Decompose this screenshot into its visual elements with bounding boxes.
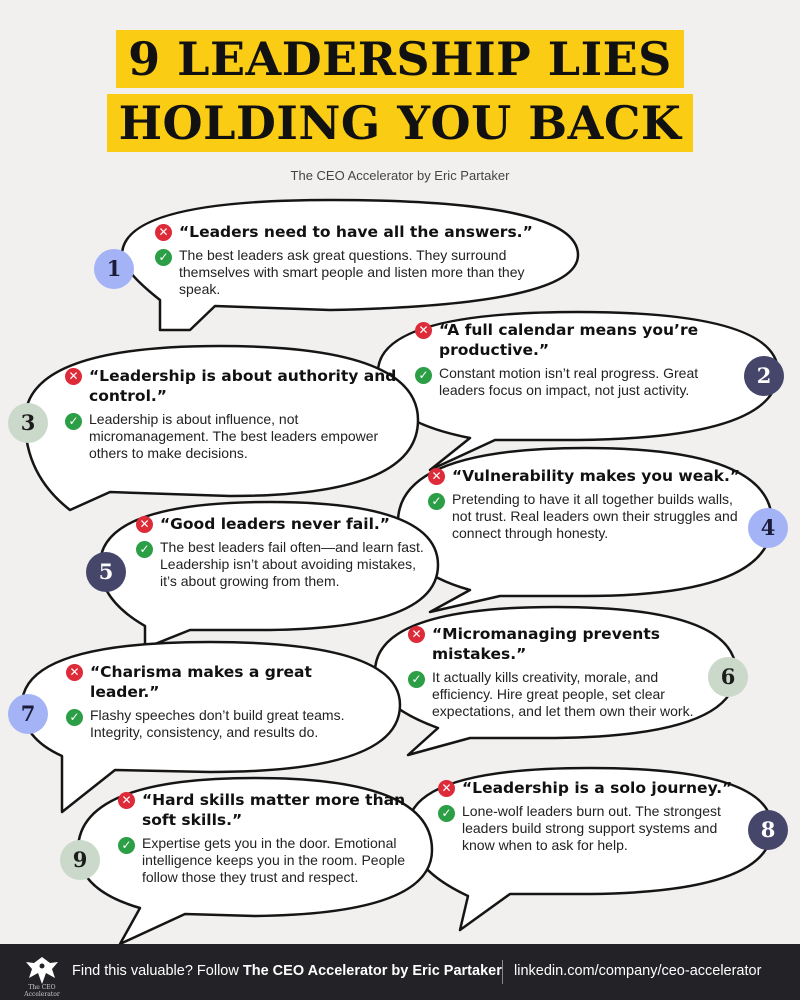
number-badge-5: 5 [86, 552, 126, 592]
lie-statement: “A full calendar means you’re productive… [439, 321, 699, 359]
lie-statement: “Good leaders never fail.” [160, 515, 390, 533]
lie-statement: “Leadership is about authority and contr… [89, 367, 397, 405]
lie-card-7: ✕ “Charisma makes a great leader.” ✓ Flash… [66, 662, 376, 741]
red-x-circle-icon: ✕ [415, 322, 432, 339]
lie-card-1: ✕ “Leaders need to have all the answers.”… [155, 222, 560, 298]
footer-divider [502, 960, 503, 984]
number-badge-4: 4 [748, 508, 788, 548]
truth-statement: Leadership is about influence, not micro… [89, 411, 379, 461]
cta-prefix: Find this valuable? Follow [72, 963, 243, 979]
red-x-circle-icon: ✕ [408, 626, 425, 643]
cta-brand-link[interactable]: The CEO Accelerator by Eric Partaker [242, 963, 502, 979]
number-badge-6: 6 [708, 657, 748, 697]
title-line-2: HOLDING YOU BACK [106, 94, 694, 152]
truth-statement: Lone-wolf leaders burn out. The stronges… [462, 803, 721, 853]
red-x-circle-icon: ✕ [155, 224, 172, 241]
footer-bar: The CEO Accelerator Find this valuable? … [0, 944, 800, 1000]
lie-card-2: ✕ “A full calendar means you’re productiv… [415, 320, 730, 399]
green-check-circle-icon: ✓ [415, 367, 432, 384]
title-block: 9 LEADERSHIP LIES HOLDING YOU BACK [0, 30, 800, 152]
speech-bubbles [20, 198, 780, 944]
red-x-circle-icon: ✕ [428, 468, 445, 485]
truth-statement: Constant motion isn’t real progress. Gre… [439, 365, 699, 398]
lie-statement: “Micromanaging prevents mistakes.” [432, 625, 660, 663]
logo-caption: The CEO Accelerator [24, 984, 60, 998]
green-check-circle-icon: ✓ [155, 249, 172, 266]
red-x-circle-icon: ✕ [136, 516, 153, 533]
lie-card-9: ✕ “Hard skills matter more than soft skil… [118, 790, 408, 886]
truth-statement: The best leaders fail often—and learn fa… [160, 539, 424, 589]
truth-statement: It actually kills creativity, morale, an… [432, 669, 694, 719]
lie-statement: “Charisma makes a great leader.” [90, 663, 312, 701]
lie-card-8: ✕ “Leadership is a solo journey.” ✓ Lone-w… [438, 778, 743, 854]
green-check-circle-icon: ✓ [65, 413, 82, 430]
title-line-1: 9 LEADERSHIP LIES [116, 30, 684, 88]
truth-statement: Expertise gets you in the door. Emotiona… [142, 835, 406, 885]
number-badge-2: 2 [744, 356, 784, 396]
lie-card-6: ✕ “Micromanaging prevents mistakes.” ✓ It … [408, 624, 708, 720]
truth-statement: Flashy speeches don’t build great teams.… [90, 707, 345, 740]
lie-statement: “Leadership is a solo journey.” [462, 779, 733, 797]
truth-statement: The best leaders ask great questions. Th… [179, 247, 525, 297]
green-check-circle-icon: ✓ [118, 837, 135, 854]
number-badge-8: 8 [748, 810, 788, 850]
red-x-circle-icon: ✕ [118, 792, 135, 809]
follow-cta: Find this valuable? Follow The CEO Accel… [72, 963, 502, 979]
lie-statement: “Leaders need to have all the answers.” [179, 223, 533, 241]
linkedin-link[interactable]: linkedin.com/company/ceo-accelerator [514, 963, 762, 979]
green-check-circle-icon: ✓ [136, 541, 153, 558]
lie-statement: “Hard skills matter more than soft skill… [142, 791, 406, 829]
number-badge-9: 9 [60, 840, 100, 880]
red-x-circle-icon: ✕ [438, 780, 455, 797]
number-badge-1: 1 [94, 249, 134, 289]
subtitle: The CEO Accelerator by Eric Partaker [290, 168, 510, 183]
lie-statement: “Vulnerability makes you weak.” [452, 467, 741, 485]
green-check-circle-icon: ✓ [428, 493, 445, 510]
green-check-circle-icon: ✓ [66, 709, 83, 726]
truth-statement: Pretending to have it all together build… [452, 491, 738, 541]
lie-card-4: ✕ “Vulnerability makes you weak.” ✓ Preten… [428, 466, 743, 542]
lie-card-5: ✕ “Good leaders never fail.” ✓ The best le… [136, 514, 426, 590]
green-check-circle-icon: ✓ [438, 805, 455, 822]
lie-card-3: ✕ “Leadership is about authority and cont… [65, 366, 400, 462]
red-x-circle-icon: ✕ [66, 664, 83, 681]
number-badge-3: 3 [8, 403, 48, 443]
green-check-circle-icon: ✓ [408, 671, 425, 688]
eagle-logo-icon [26, 957, 58, 984]
number-badge-7: 7 [8, 694, 48, 734]
red-x-circle-icon: ✕ [65, 368, 82, 385]
